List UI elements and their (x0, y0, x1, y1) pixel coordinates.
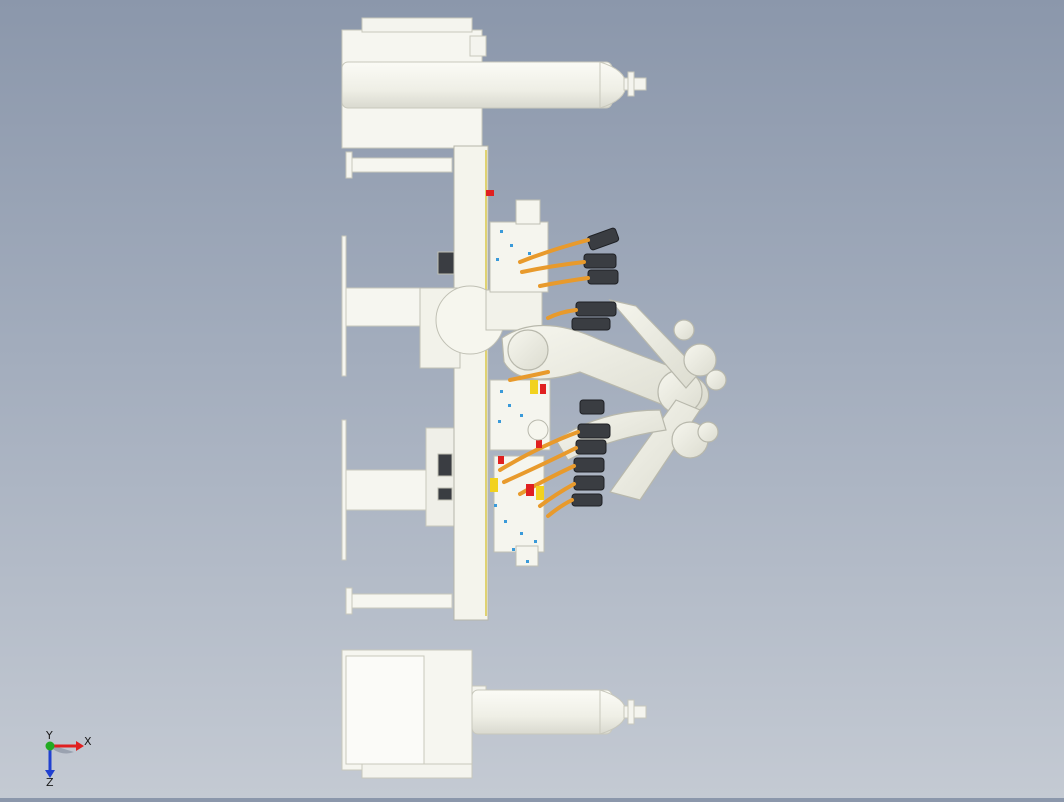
accent-components (490, 230, 549, 563)
top-cylinder-assembly (341, 17, 647, 149)
z-axis-arrowhead (45, 770, 55, 778)
mount-flange (419, 251, 543, 501)
cables (498, 238, 590, 518)
bottom-cylinder-assembly (341, 649, 647, 779)
robot-arms (501, 299, 727, 501)
guide-rods (341, 151, 463, 615)
coordinate-triad: X Y Z (38, 728, 102, 789)
x-axis-arrowhead (76, 741, 84, 751)
x-axis-label: X (84, 735, 92, 748)
y-axis-label: Y (45, 729, 53, 742)
y-axis-dot (45, 741, 55, 751)
base-plate (453, 145, 494, 621)
z-axis-label: Z (46, 776, 54, 788)
